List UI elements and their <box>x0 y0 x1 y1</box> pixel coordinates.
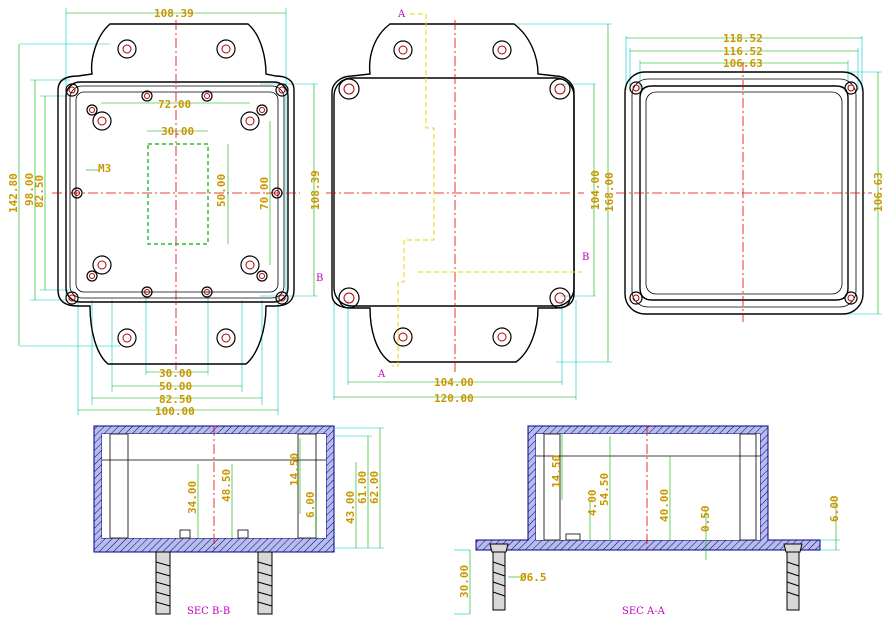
sec-a-title: SEC A-A <box>622 606 666 617</box>
dim-sec-b-62: 62.00 <box>368 471 381 504</box>
lid-view-extension-lines <box>625 36 882 315</box>
lid-dimension-lines <box>626 37 879 314</box>
dim-sec-b-6: 6.00 <box>304 492 317 519</box>
dim-sec-a-4: 4.00 <box>586 490 599 517</box>
dim-right-168: 168.00 <box>603 172 616 212</box>
dim-left-142: 142.80 <box>7 173 20 213</box>
dim-bottom-100: 100.00 <box>155 405 195 418</box>
dim-sec-b-61: 61.00 <box>356 471 369 504</box>
middle-view-extension-lines <box>333 23 612 400</box>
sec-b-title: SEC B-B <box>187 606 230 617</box>
dim-lid-118: 118.52 <box>723 32 763 45</box>
sec-a-bosses <box>543 433 757 541</box>
top-view-holes <box>65 39 289 348</box>
middle-view-dimension-lines <box>334 24 609 398</box>
sec-a-screws <box>489 543 803 611</box>
dim-right-height: 108.39 <box>309 170 322 210</box>
dim-sec-b-48: 48.50 <box>220 469 233 502</box>
sec-b-bosses <box>109 433 317 539</box>
top-view: 108.39 72.00 30.00 M3 50.00 70.00 108.39… <box>7 7 323 418</box>
dim-sec-a-diameter: Ø6.5 <box>519 571 547 584</box>
sec-b-dimension-lines <box>197 428 381 548</box>
dim-bottom-50: 50.00 <box>159 380 192 393</box>
dim-sec-a-30: 30.00 <box>458 565 471 598</box>
middle-view-body <box>331 23 575 363</box>
section-a-a: 14.50 4.00 54.50 40.00 0.50 6.00 30.00 Ø… <box>454 425 841 617</box>
top-view-extension-lines <box>20 8 318 415</box>
top-view-body <box>57 23 295 365</box>
dim-sec-b-34: 34.00 <box>186 481 199 514</box>
section-b-b: 34.00 48.50 14.50 6.00 43.00 61.00 62.00… <box>93 425 384 617</box>
middle-view-holes <box>338 40 571 347</box>
thread-label: M3 <box>98 162 111 175</box>
middle-view-rim <box>333 77 575 307</box>
dim-bottom-30: 30.00 <box>159 367 192 380</box>
dim-bottom-82: 82.50 <box>159 393 192 406</box>
sec-b-screws <box>155 551 273 615</box>
dim-70: 70.00 <box>258 177 271 210</box>
dim-sec-b-14: 14.50 <box>288 453 301 486</box>
dim-right-104: 104.00 <box>589 170 602 210</box>
dim-lid-right-106: 106.63 <box>872 172 885 212</box>
dim-left-98: 98.00 <box>23 173 36 206</box>
lid-holes <box>629 81 858 305</box>
dim-left-82: 82.50 <box>33 175 46 208</box>
dim-sec-a-6: 6.00 <box>828 496 841 523</box>
dim-inner-72: 72.00 <box>158 98 191 111</box>
sec-a-dimension-lines <box>469 434 837 614</box>
dim-top-width: 108.39 <box>154 7 194 20</box>
dim-lid-116: 116.52 <box>723 45 763 58</box>
dim-sec-a-40: 40.00 <box>658 489 671 522</box>
section-marker-a-top: A <box>397 9 406 20</box>
dim-bottom-104: 104.00 <box>434 376 474 389</box>
dim-sec-a-05: 0.50 <box>699 506 712 533</box>
dim-lid-106: 106.63 <box>723 57 763 70</box>
dim-sec-a-54: 54.50 <box>598 473 611 506</box>
dim-bottom-120: 120.00 <box>434 392 474 405</box>
top-view-dimension-lines <box>18 12 315 411</box>
dim-window-30: 30.00 <box>161 125 194 138</box>
section-marker-b-left: B <box>316 273 323 284</box>
dim-sec-b-43: 43.00 <box>344 491 357 524</box>
middle-view: A A B 104.00 168.00 104.00 120.00 <box>326 9 616 405</box>
section-marker-a-bottom: A <box>377 369 386 380</box>
dim-window-50: 50.00 <box>215 174 228 207</box>
dim-sec-a-14: 14.50 <box>550 455 563 488</box>
lid-view: 118.52 116.52 106.63 106.63 <box>616 32 885 322</box>
top-view-window-outline <box>147 143 209 245</box>
section-marker-b-right: B <box>582 252 589 263</box>
section-line-a <box>392 13 435 367</box>
